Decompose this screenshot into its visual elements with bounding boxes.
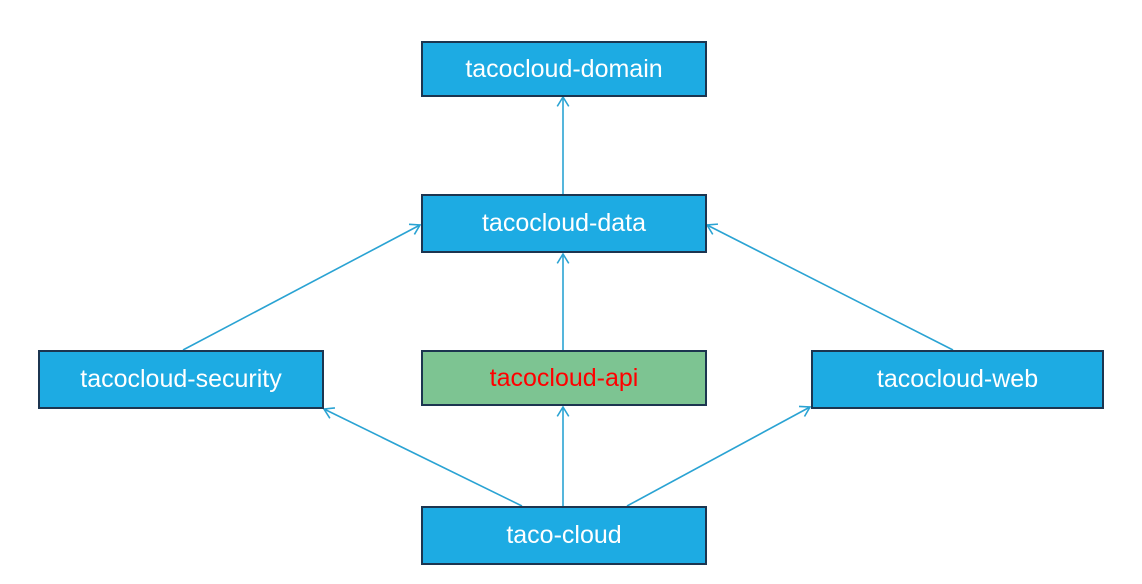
node-label-tacocloud-security: tacocloud-security	[80, 365, 282, 393]
edge-security-to-data	[182, 224, 421, 351]
node-label-tacocloud-domain: tacocloud-domain	[465, 54, 663, 83]
node-label-tacocloud-web: tacocloud-web	[876, 365, 1039, 393]
arrowhead-security-to-data	[408, 223, 422, 235]
arrowhead-taco-to-security	[322, 407, 336, 419]
node-tacocloud-web: tacocloud-web	[811, 350, 1104, 409]
node-label-tacocloud-api: tacocloud-api	[489, 363, 639, 392]
node-tacocloud-security: tacocloud-security	[38, 350, 324, 409]
edge-taco-to-web	[626, 406, 811, 507]
arrowhead-taco-to-web	[798, 405, 812, 417]
edge-taco-to-security	[323, 408, 523, 507]
node-label-taco-cloud: taco-cloud	[506, 521, 622, 549]
node-taco-cloud: taco-cloud	[421, 506, 707, 565]
arrowhead-taco-to-api	[556, 405, 570, 417]
arrowhead-data-to-domain	[556, 95, 570, 107]
arrowhead-api-to-data	[556, 252, 570, 264]
node-tacocloud-data: tacocloud-data	[421, 194, 707, 253]
edge-web-to-data	[706, 224, 954, 351]
node-tacocloud-api: tacocloud-api	[421, 350, 707, 406]
node-tacocloud-domain: tacocloud-domain	[421, 41, 707, 97]
arrowhead-web-to-data	[705, 223, 719, 235]
node-label-tacocloud-data: tacocloud-data	[481, 209, 646, 237]
